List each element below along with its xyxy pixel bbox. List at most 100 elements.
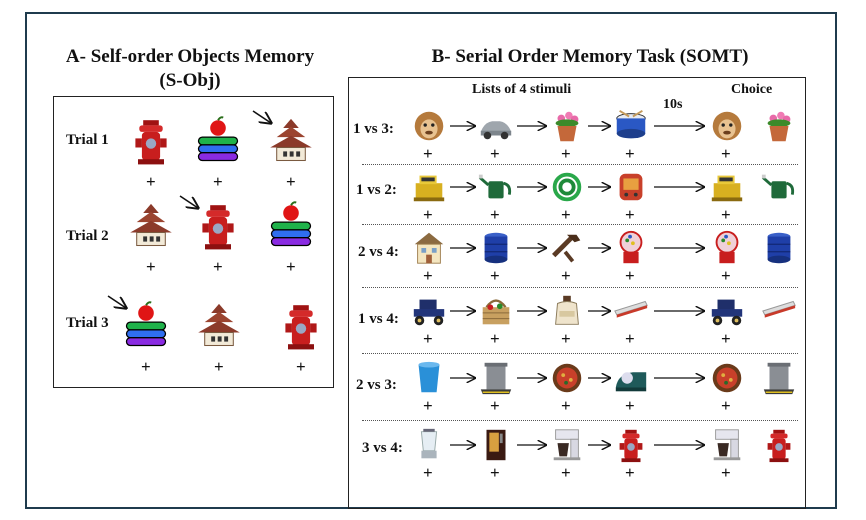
antique-car-icon [708, 292, 746, 330]
pagoda-icon [125, 200, 177, 252]
pagoda-icon [265, 115, 317, 167]
vintage-car-icon [477, 107, 515, 145]
jug-icon [548, 292, 586, 330]
tape-dispenser-icon [612, 359, 650, 397]
wooden-tool-icon [548, 229, 586, 267]
fixation-cross: + [213, 172, 223, 191]
row-separator [362, 420, 798, 421]
fixation-cross: + [721, 205, 731, 224]
fixation-cross: + [286, 172, 296, 191]
fixation-cross: + [625, 329, 635, 348]
fixation-cross: + [490, 144, 500, 163]
fixation-cross: + [625, 205, 635, 224]
fixation-cross: + [423, 266, 433, 285]
toy-house-icon [410, 229, 448, 267]
fixation-cross: + [146, 257, 156, 276]
fixation-cross: + [490, 396, 500, 415]
cash-register-icon [410, 168, 448, 206]
fixation-cross: + [146, 172, 156, 191]
blender-icon [410, 426, 448, 464]
pizza-icon [548, 359, 586, 397]
row-separator [362, 287, 798, 288]
fixation-cross: + [423, 205, 433, 224]
coffee-maker-icon [708, 426, 746, 464]
row-separator [362, 224, 798, 225]
fixation-cross: + [625, 463, 635, 482]
fire-hydrant-icon [192, 200, 244, 252]
blue-bin-icon [410, 359, 448, 397]
picnic-basket-icon [477, 292, 515, 330]
delay-label: 10s [663, 97, 683, 112]
flower-pot-icon [760, 107, 798, 145]
blue-barrel-icon [760, 229, 798, 267]
trial-3-label: Trial 3 [66, 315, 109, 331]
coffee-maker-icon [548, 426, 586, 464]
fixation-cross: + [286, 257, 296, 276]
vending-machine-icon [477, 426, 515, 464]
row-label-3: 2 vs 4: [358, 244, 399, 260]
fire-hydrant-icon [275, 300, 327, 352]
panel-b-box [348, 77, 806, 509]
panel-a-subtitle: (S-Obj) [159, 70, 221, 91]
blue-barrel-icon [477, 229, 515, 267]
watering-can-icon [760, 168, 798, 206]
ruler-icon [760, 292, 798, 330]
fixation-cross: + [561, 266, 571, 285]
gumball-machine-icon [708, 229, 746, 267]
fixation-cross: + [561, 396, 571, 415]
pizza-icon [708, 359, 746, 397]
fixation-cross: + [490, 205, 500, 224]
trash-can-icon [760, 359, 798, 397]
fixation-cross: + [423, 329, 433, 348]
fixation-cross: + [625, 266, 635, 285]
watering-can-icon [477, 168, 515, 206]
panel-b-title: B- Serial Order Memory Task (SOMT) [431, 46, 749, 67]
monkey-face-icon [410, 107, 448, 145]
fixation-cross: + [721, 396, 731, 415]
fire-hydrant-icon [760, 426, 798, 464]
apple-on-books-icon [120, 300, 172, 352]
row-label-2: 1 vs 2: [356, 182, 397, 198]
apple-on-books-icon [265, 200, 317, 252]
trial-2-label: Trial 2 [66, 228, 109, 244]
radio-icon [612, 168, 650, 206]
fixation-cross: + [490, 329, 500, 348]
garden-hose-icon [548, 168, 586, 206]
fixation-cross: + [721, 329, 731, 348]
fixation-cross: + [423, 144, 433, 163]
fixation-cross: + [296, 357, 306, 376]
drum-icon [612, 107, 650, 145]
row-label-1: 1 vs 3: [353, 121, 394, 137]
trash-can-icon [477, 359, 515, 397]
fixation-cross: + [625, 396, 635, 415]
row-separator [362, 164, 798, 165]
panel-a-title: A- Self-order Objects Memory [65, 46, 315, 67]
fixation-cross: + [141, 357, 151, 376]
fixation-cross: + [423, 463, 433, 482]
pagoda-icon [193, 300, 245, 352]
row-label-4: 1 vs 4: [358, 311, 399, 327]
flower-pot-icon [548, 107, 586, 145]
fixation-cross: + [490, 266, 500, 285]
lists-header: Lists of 4 stimuli [472, 82, 572, 97]
fire-hydrant-icon [125, 115, 177, 167]
fixation-cross: + [214, 357, 224, 376]
trial-1-label: Trial 1 [66, 132, 109, 148]
panel-a-box [53, 96, 334, 388]
cash-register-icon [708, 168, 746, 206]
gumball-machine-icon [612, 229, 650, 267]
antique-car-icon [410, 292, 448, 330]
row-label-5: 2 vs 3: [356, 377, 397, 393]
apple-on-books-icon [192, 115, 244, 167]
fixation-cross: + [561, 329, 571, 348]
row-label-6: 3 vs 4: [362, 440, 403, 456]
fixation-cross: + [561, 205, 571, 224]
row-separator [362, 353, 798, 354]
fixation-cross: + [721, 463, 731, 482]
monkey-face-icon [708, 107, 746, 145]
fixation-cross: + [213, 257, 223, 276]
choice-header: Choice [731, 82, 773, 97]
fixation-cross: + [423, 396, 433, 415]
fixation-cross: + [721, 144, 731, 163]
fixation-cross: + [561, 463, 571, 482]
